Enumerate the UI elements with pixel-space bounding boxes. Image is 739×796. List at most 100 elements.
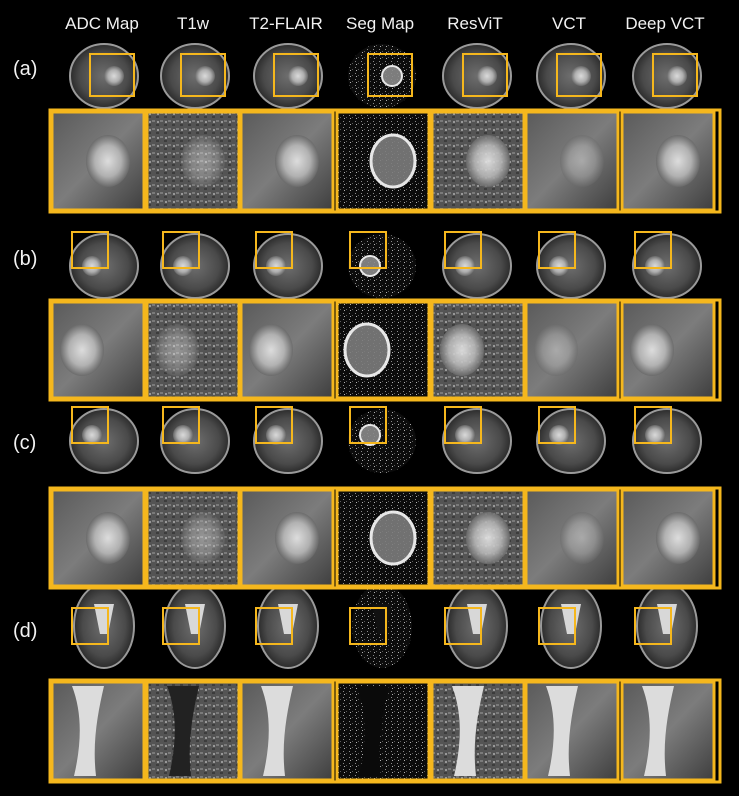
zoom-panel xyxy=(335,300,431,400)
brain-thumbnail xyxy=(536,408,606,474)
zoom-panel xyxy=(430,110,526,212)
lesion-detail xyxy=(275,512,319,564)
lesion-shape xyxy=(359,424,381,446)
lesion-shape xyxy=(104,66,124,86)
zoom-panel-frame xyxy=(524,110,620,212)
lesion-detail xyxy=(656,135,700,187)
lesion-detail xyxy=(369,510,417,566)
lesion-detail xyxy=(656,512,700,564)
lesion-detail xyxy=(466,512,510,564)
zoom-panel-frame xyxy=(620,680,716,782)
zoom-panel-frame xyxy=(239,300,335,400)
thumbnail xyxy=(632,406,702,474)
brain-thumbnail xyxy=(253,233,323,299)
highlight-box xyxy=(180,53,226,97)
row-label: (a) xyxy=(13,58,38,80)
lesion-shape xyxy=(645,256,665,276)
zoom-panel-frame xyxy=(50,680,146,782)
zoom-panel-frame xyxy=(335,300,431,400)
zoom-panel-frame xyxy=(620,110,716,212)
zoom-panel xyxy=(50,488,146,588)
lesion-shape xyxy=(82,425,102,445)
thumbnail xyxy=(634,583,698,669)
lesion-detail xyxy=(466,135,510,187)
thumbnail xyxy=(253,231,323,299)
thumbnail xyxy=(69,43,139,109)
ventricle-detail xyxy=(357,686,389,776)
zoom-panel xyxy=(50,680,146,782)
lesion-shape xyxy=(173,425,193,445)
zoom-panel-frame xyxy=(430,488,526,588)
lesion-shape xyxy=(359,255,381,277)
thumbnail xyxy=(536,231,606,299)
lesion-shape xyxy=(571,66,591,86)
zoom-panel xyxy=(524,680,620,782)
brain-thumbnail xyxy=(632,233,702,299)
lesion-shape xyxy=(455,425,475,445)
brain-thumbnail xyxy=(160,233,230,299)
lesion-shape xyxy=(195,66,215,86)
zoom-panel xyxy=(335,680,431,782)
highlight-box xyxy=(71,231,109,269)
column-header: ResViT xyxy=(447,14,503,33)
lesion-shape xyxy=(288,66,308,86)
brain-thumbnail xyxy=(348,234,416,298)
highlight-box xyxy=(444,406,482,444)
zoom-panel xyxy=(335,110,431,212)
zoom-panel-frame xyxy=(430,300,526,400)
zoom-panel xyxy=(430,300,526,400)
highlight-box xyxy=(538,406,576,444)
zoom-panel xyxy=(430,680,526,782)
lesion-detail xyxy=(560,512,604,564)
zoom-panel xyxy=(620,110,716,212)
zoom-panel-frame xyxy=(620,488,716,588)
lesion-shape xyxy=(173,256,193,276)
thumbnail xyxy=(160,43,230,109)
highlight-box xyxy=(634,607,672,645)
lesion-detail xyxy=(249,324,293,376)
lesion-detail xyxy=(440,324,484,376)
zoom-panel xyxy=(50,300,146,400)
highlight-box xyxy=(444,607,482,645)
highlight-box xyxy=(349,607,387,645)
highlight-box xyxy=(652,53,698,97)
zoom-panel xyxy=(335,488,431,588)
zoom-panel-frame xyxy=(50,488,146,588)
ventricle-detail xyxy=(452,686,484,776)
thumbnail xyxy=(348,44,416,108)
highlight-box xyxy=(71,607,109,645)
zoom-panel xyxy=(239,680,335,782)
zoom-panel xyxy=(145,300,241,400)
zoom-panel-frame xyxy=(335,680,431,782)
lesion-shape xyxy=(82,256,102,276)
brain-thumbnail xyxy=(442,408,512,474)
zoom-panel-frame xyxy=(430,110,526,212)
highlight-box xyxy=(556,53,602,97)
zoom-panel-frame xyxy=(145,488,241,588)
thumbnail xyxy=(348,406,416,473)
zoom-panel-frame xyxy=(239,110,335,212)
lesion-detail xyxy=(534,324,578,376)
ventricle-detail xyxy=(72,686,104,776)
thumbnail xyxy=(442,406,512,474)
zoom-panel xyxy=(620,680,716,782)
lesion-detail xyxy=(60,324,104,376)
zoom-panel xyxy=(524,110,620,212)
lesion-shape xyxy=(645,425,665,445)
zoom-strip-frame xyxy=(48,678,722,784)
zoom-panel-frame xyxy=(50,300,146,400)
lesion-detail xyxy=(155,324,199,376)
column-header: T1w xyxy=(176,14,210,33)
thumbnail xyxy=(71,583,135,669)
highlight-box xyxy=(255,231,293,269)
lesion-shape xyxy=(381,65,403,87)
lesion-shape xyxy=(266,425,286,445)
thumbnail xyxy=(444,583,508,669)
lesion-shape xyxy=(477,66,497,86)
highlight-box xyxy=(71,406,109,444)
highlight-box xyxy=(255,406,293,444)
highlight-box xyxy=(162,231,200,269)
column-header: VCT xyxy=(552,14,586,33)
zoom-panel-frame xyxy=(430,680,526,782)
highlight-box xyxy=(255,607,293,645)
